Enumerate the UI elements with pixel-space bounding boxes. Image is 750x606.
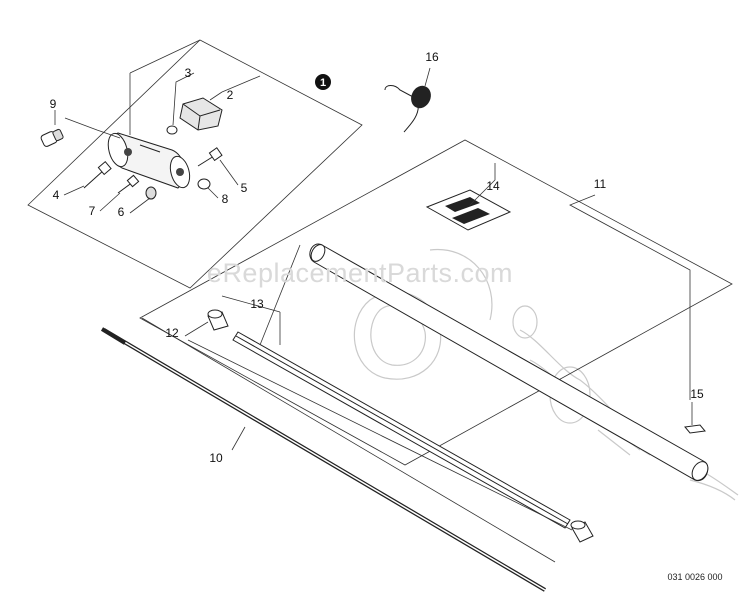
callout-10: 10 <box>209 451 223 465</box>
callout-5: 5 <box>241 181 248 195</box>
part-9-plug <box>40 128 64 147</box>
part-12-bushing-top <box>207 309 229 331</box>
part-7-screw <box>117 174 140 194</box>
callout-15: 15 <box>690 387 704 401</box>
assembly-marker-label: 1 <box>320 77 326 89</box>
leader-lines <box>54 39 693 531</box>
callout-13: 13 <box>250 297 264 311</box>
part-6-nut <box>145 186 157 200</box>
drawing-code: 031 0026 000 <box>667 572 722 582</box>
rod-panel <box>141 317 556 563</box>
part-15-key <box>684 424 706 434</box>
callout-11: 11 <box>594 177 607 191</box>
part-8-washer <box>197 178 211 190</box>
callout-7: 7 <box>89 204 96 218</box>
callout-9: 9 <box>50 97 57 111</box>
part-11-tube <box>309 243 709 482</box>
callout-4: 4 <box>53 188 60 202</box>
callout-8: 8 <box>222 192 229 206</box>
part-1-housing <box>107 132 191 189</box>
callout-2: 2 <box>227 88 234 102</box>
part-3-washer <box>166 125 178 135</box>
part-14-decal <box>425 189 512 231</box>
part-4-bolt <box>83 161 112 189</box>
callout-14: 14 <box>486 179 500 193</box>
shaft-panel <box>139 139 733 466</box>
part-2-clamp <box>179 97 223 131</box>
part-13-liner <box>232 331 571 529</box>
watermark-text: eReplacementParts.com <box>207 258 513 288</box>
part-16-hook <box>384 85 431 133</box>
assembly-marker-circle <box>315 74 331 90</box>
callout-12: 12 <box>165 326 179 340</box>
callout-6: 6 <box>118 205 125 219</box>
part-12-bushing-bottom <box>570 520 594 543</box>
callout-3: 3 <box>185 66 192 80</box>
callout-16: 16 <box>425 50 439 64</box>
assembly-panel <box>27 39 363 289</box>
part-10-drive-shaft <box>100 327 547 592</box>
part-5-bolt <box>197 147 223 167</box>
